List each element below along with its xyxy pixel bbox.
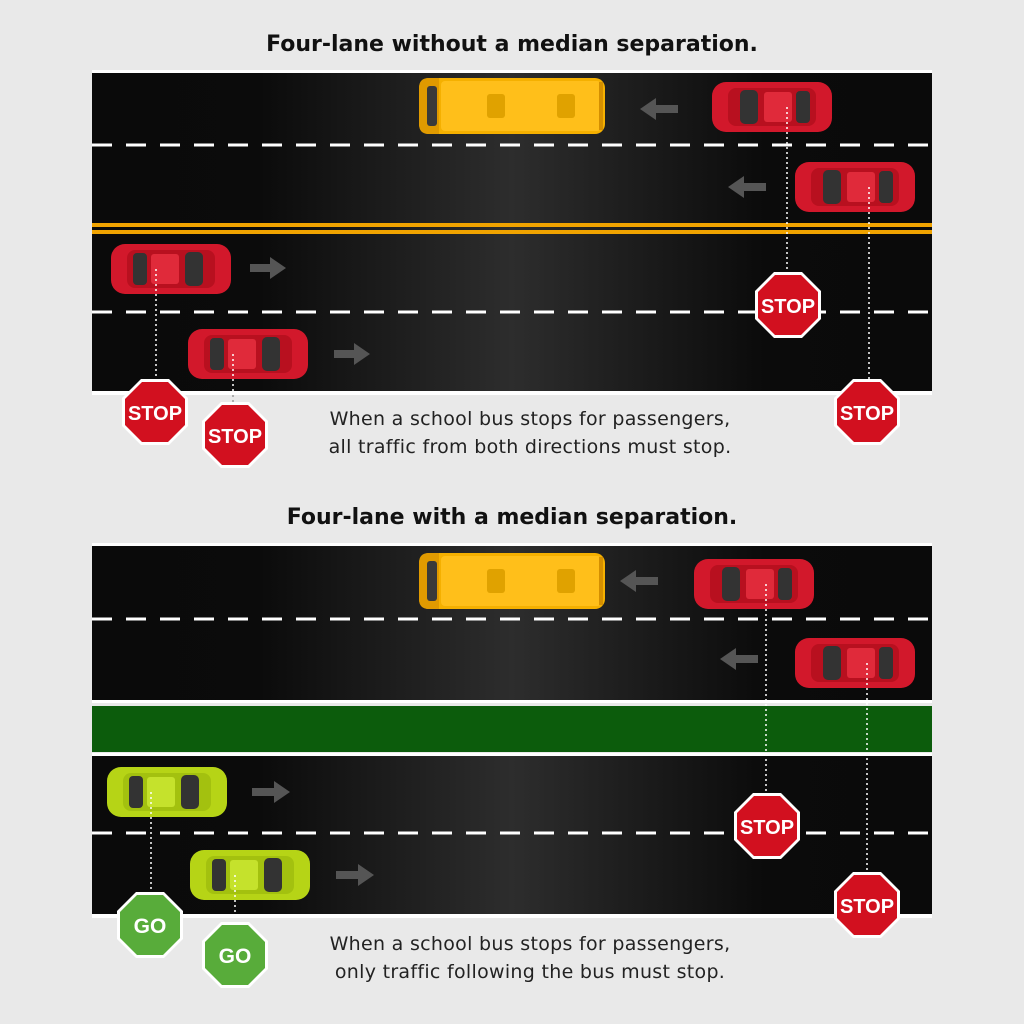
arrow-icon: [728, 176, 766, 198]
svg-text:STOP: STOP: [761, 296, 815, 318]
caption-line: only traffic following the bus must stop…: [334, 961, 726, 983]
svg-text:STOP: STOP: [840, 403, 894, 425]
stop-sign-icon: STOP: [833, 871, 901, 939]
car-icon: [795, 638, 915, 688]
svg-text:STOP: STOP: [840, 896, 894, 918]
arrow-icon: [640, 98, 678, 120]
school-bus-icon: [419, 78, 605, 134]
svg-text:GO: GO: [219, 945, 252, 968]
stop-sign-icon: STOP: [733, 792, 801, 860]
car-icon: [694, 559, 814, 609]
stop-sign-icon: STOP: [121, 378, 189, 446]
car-icon: [795, 162, 915, 212]
arrow-icon: [620, 570, 658, 592]
arrow-icon: [720, 648, 758, 670]
diagram1-caption: When a school bus stops for passengers, …: [280, 405, 780, 461]
svg-text:STOP: STOP: [740, 817, 794, 839]
caption-line: When a school bus stops for passengers,: [329, 933, 731, 955]
arrow-icon: [334, 343, 370, 365]
diagram1-title: Four-lane without a median separation.: [266, 32, 758, 57]
go-sign-icon: GO: [116, 891, 184, 959]
road-with-median: [92, 543, 932, 918]
stop-sign-icon: STOP: [754, 271, 822, 339]
go-sign-icon: GO: [201, 921, 269, 989]
car-icon: [111, 244, 231, 294]
diagram2-caption: When a school bus stops for passengers, …: [280, 930, 780, 986]
car-icon: [712, 82, 832, 132]
road-no-median: [92, 70, 932, 395]
arrow-icon: [250, 257, 286, 279]
stop-sign-icon: STOP: [833, 378, 901, 446]
arrow-icon: [252, 781, 290, 803]
stop-sign-icon: STOP: [201, 401, 269, 469]
svg-text:STOP: STOP: [208, 426, 262, 448]
diagram2-title: Four-lane with a median separation.: [286, 505, 738, 530]
svg-text:STOP: STOP: [128, 403, 182, 425]
arrow-icon: [336, 864, 374, 886]
car-icon: [190, 850, 310, 900]
car-icon: [188, 329, 308, 379]
caption-line: all traffic from both directions must st…: [328, 436, 732, 458]
school-bus-icon: [419, 553, 605, 609]
car-icon: [107, 767, 227, 817]
svg-text:GO: GO: [134, 915, 167, 938]
caption-line: When a school bus stops for passengers,: [329, 408, 731, 430]
